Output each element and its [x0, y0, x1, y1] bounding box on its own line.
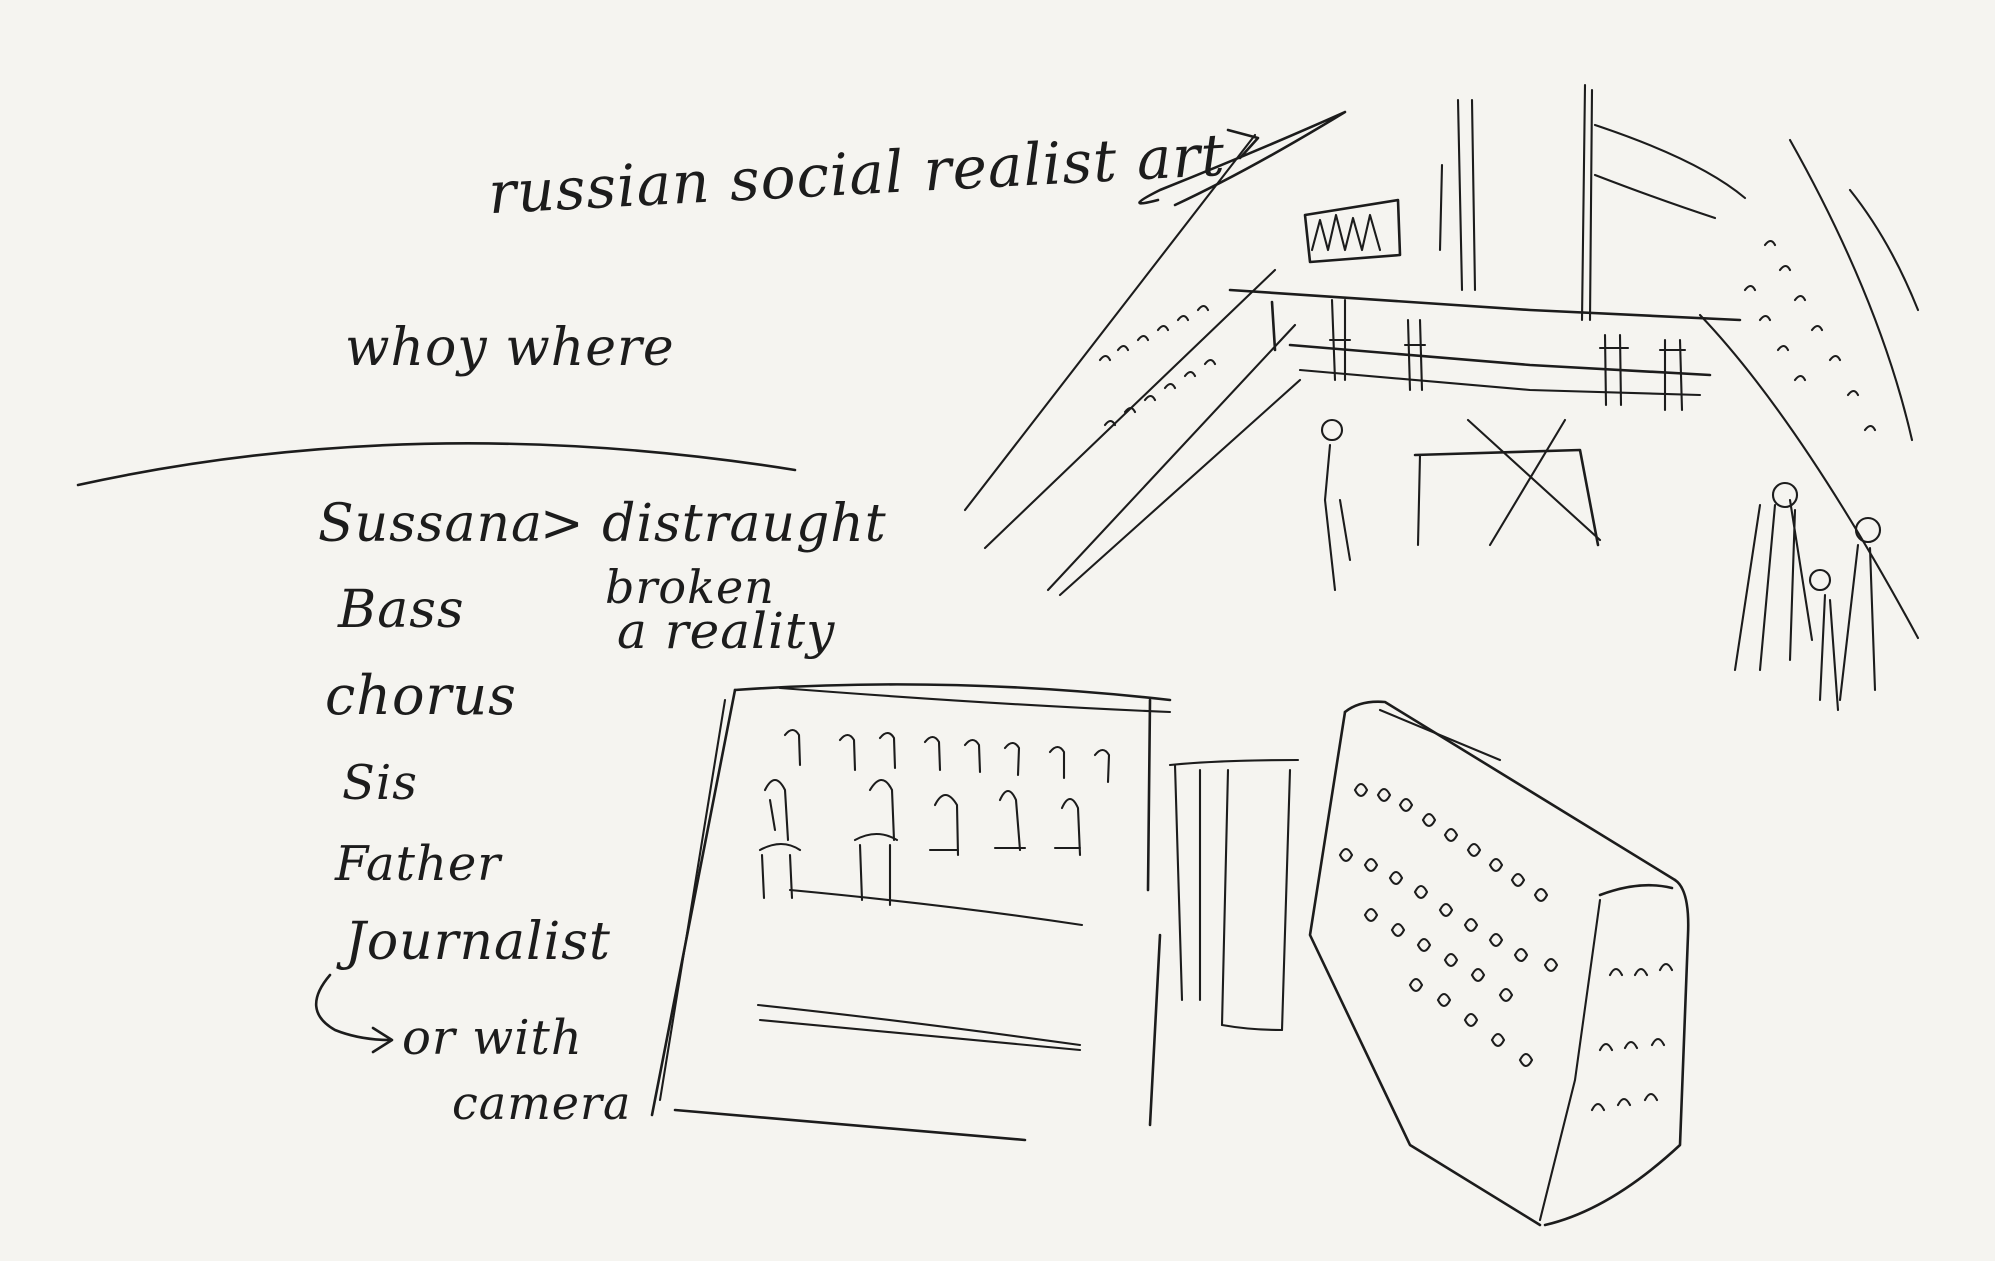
descriptor-distraught: > distraught — [540, 494, 887, 554]
arrow-note-line2: camera — [452, 1076, 632, 1130]
raked-seating-sketch — [1308, 700, 1690, 1227]
character-journalist: Journalist — [345, 912, 611, 972]
divider-line — [76, 442, 797, 487]
subtitle-note: whoy where — [345, 318, 675, 378]
descriptor-broken: broken — [605, 560, 775, 614]
character-chorus: chorus — [325, 664, 517, 727]
stage-perspective-sketch — [963, 83, 1920, 712]
descriptor-reality: a reality — [617, 602, 836, 660]
character-bass: Bass — [338, 580, 465, 640]
box-set-sketch — [650, 683, 1300, 1142]
character-father: Father — [335, 836, 502, 892]
curved-arrow-icon — [314, 973, 394, 1054]
character-sussana: Sussana — [318, 494, 543, 554]
character-sis: Sis — [342, 755, 418, 811]
arrow-note-line1: or with — [402, 1010, 583, 1066]
